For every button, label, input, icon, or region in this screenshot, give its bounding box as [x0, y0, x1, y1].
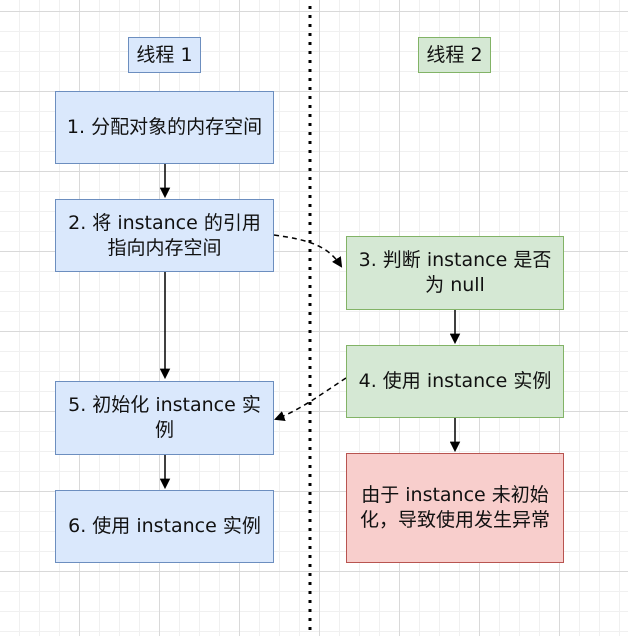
thread2-step4-text: 4. 使用 instance 实例: [358, 370, 552, 392]
dashed-arrow-step2-to-step3: [273, 234, 343, 268]
thread1-step2-box: 2. 将 instance 的引用指向内存空间: [55, 199, 274, 272]
thread2-result-box: 由于 instance 未初始化，导致使用发生异常: [346, 453, 564, 563]
thread1-step2-text: 2. 将 instance 的引用指向内存空间: [68, 211, 261, 259]
thread1-step1-text: 1. 分配对象的内存空间: [66, 116, 263, 138]
dashed-arrow-step4-to-step5: [274, 377, 347, 421]
thread2-title: 线程 2: [418, 37, 491, 73]
thread2-step3-text: 3. 判断 instance 是否为 null: [358, 249, 552, 296]
thread1-step6-box: 6. 使用 instance 实例: [55, 490, 274, 563]
thread1-title-text: 线程 1: [136, 43, 193, 66]
thread1-step1-box: 1. 分配对象的内存空间: [55, 91, 274, 164]
thread1-step5-text: 5. 初始化 instance 实例: [68, 394, 261, 441]
thread2-step4-box: 4. 使用 instance 实例: [346, 345, 564, 418]
thread1-step6-text: 6. 使用 instance 实例: [68, 515, 261, 537]
thread1-step5-box: 5. 初始化 instance 实例: [55, 381, 274, 455]
thread2-title-text: 线程 2: [426, 43, 483, 66]
thread2-result-text: 由于 instance 未初始化，导致使用发生异常: [359, 484, 550, 531]
thread2-step3-box: 3. 判断 instance 是否为 null: [346, 236, 564, 310]
thread1-title: 线程 1: [128, 37, 201, 73]
